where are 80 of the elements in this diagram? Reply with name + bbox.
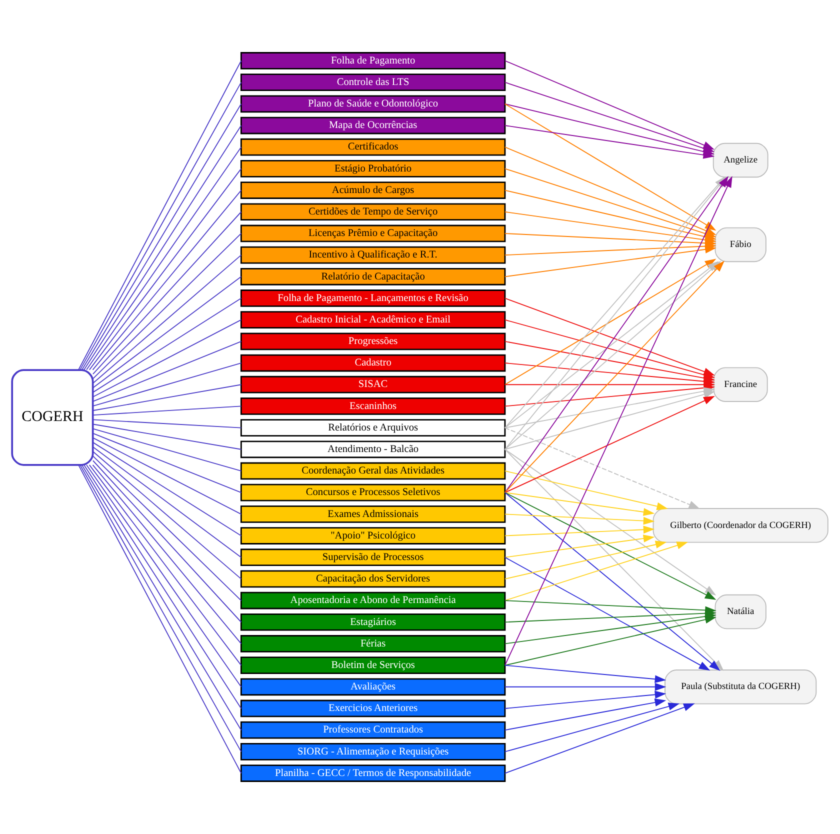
- node-box: Folha de Pagamento: [240, 52, 506, 70]
- arrow: [504, 664, 666, 684]
- node-box: Cadastro: [240, 354, 506, 372]
- node-box: Angelize: [712, 142, 768, 178]
- arrow: [504, 534, 655, 558]
- arrow: [504, 682, 666, 691]
- connector: [92, 254, 242, 384]
- arrow: [504, 540, 667, 580]
- node-box: Plano de Saúde e Odontológico: [240, 95, 506, 113]
- connector: [92, 428, 242, 472]
- node-box: Relatórios e Arquivos: [240, 419, 506, 436]
- connector: [92, 446, 242, 558]
- connector: [92, 276, 242, 388]
- node-box: Acúmulo de Cargos: [240, 182, 506, 199]
- node-box: Francine: [713, 367, 768, 402]
- node-box: Supervisão de Processos: [240, 548, 506, 566]
- arrow: [504, 703, 695, 774]
- node-box: Folha de Pagamento - Lançamentos e Revisão: [240, 290, 506, 307]
- node-box: Atendimento - Balcão: [240, 440, 506, 458]
- arrow: [504, 556, 710, 671]
- node-box: Certidões de Tempo de Serviço: [240, 203, 506, 221]
- node-box: Paula (Substituta da COGERH): [664, 670, 817, 704]
- node-box: Aposentadoria e Abono de Permanência: [240, 592, 506, 610]
- connector: [92, 432, 242, 494]
- node-box: Licenças Prêmio e Capacitação: [240, 224, 506, 242]
- arrow: [504, 396, 715, 494]
- node-box: Férias: [240, 635, 506, 652]
- connector: [92, 384, 242, 411]
- arrow: [504, 492, 655, 516]
- node-box: Boletim de Serviços: [240, 656, 506, 674]
- node-box: Natália: [714, 594, 766, 630]
- arrow: [504, 698, 666, 731]
- node-box: Relatório de Capacitação: [240, 268, 506, 286]
- arrow: [504, 542, 688, 601]
- node-box: Coordenação Geral das Atividades: [240, 462, 506, 480]
- connector: [92, 233, 242, 379]
- node-box: Certificados: [240, 138, 506, 156]
- node-box: Estágio Probatório: [240, 160, 506, 178]
- arrow: [504, 514, 655, 525]
- node-box: SISAC: [240, 376, 506, 394]
- node-box: Gilberto (Coordenador da COGERH): [652, 508, 828, 543]
- node-box: Planilha - GECC / Termos de Responsabilidade: [240, 764, 506, 782]
- arrow: [504, 526, 655, 536]
- arrow: [504, 702, 680, 752]
- connector: [92, 442, 242, 536]
- arrow: [504, 492, 720, 671]
- node-box: COGERH: [11, 369, 94, 466]
- connector: [92, 424, 242, 450]
- node-box: Exercicios Anteriores: [240, 700, 506, 718]
- arrow: [504, 492, 716, 600]
- connector: [92, 451, 242, 580]
- node-box: Concursos e Processos Seletivos: [240, 484, 506, 502]
- node-box: Escaninhos: [240, 398, 506, 415]
- node-box: Estagiários: [240, 613, 506, 631]
- node-box: Avaliações: [240, 678, 506, 696]
- arrow: [504, 470, 668, 510]
- node-box: Professores Contratados: [240, 721, 506, 739]
- connector: [92, 362, 242, 406]
- connector: [92, 419, 242, 428]
- node-box: Controle das LTS: [240, 74, 506, 91]
- node-box: Mapa de Ocorrências: [240, 116, 506, 134]
- connector: [92, 319, 242, 398]
- node-box: Incentivo à Qualificação e R.T.: [240, 246, 506, 264]
- connector: [92, 456, 242, 601]
- node-box: Progressões: [240, 332, 506, 350]
- arrow: [504, 390, 716, 450]
- node-box: Fábio: [714, 227, 766, 262]
- connector: [92, 340, 242, 402]
- connector: [92, 298, 242, 393]
- arrow: [504, 448, 716, 596]
- connector: [92, 438, 242, 515]
- arrow: [504, 616, 716, 666]
- arrow: [504, 690, 666, 709]
- node-box: Exames Admissionais: [240, 505, 506, 523]
- arrow: [504, 427, 700, 509]
- node-box: SIORG - Alimentação e Requisições: [240, 743, 506, 760]
- connector: [92, 406, 242, 416]
- node-box: Cadastro Inicial - Acadêmico e Email: [240, 311, 506, 329]
- node-box: Capacitação dos Servidores: [240, 570, 506, 588]
- node-box: "Apoio" Psicológico: [240, 527, 506, 544]
